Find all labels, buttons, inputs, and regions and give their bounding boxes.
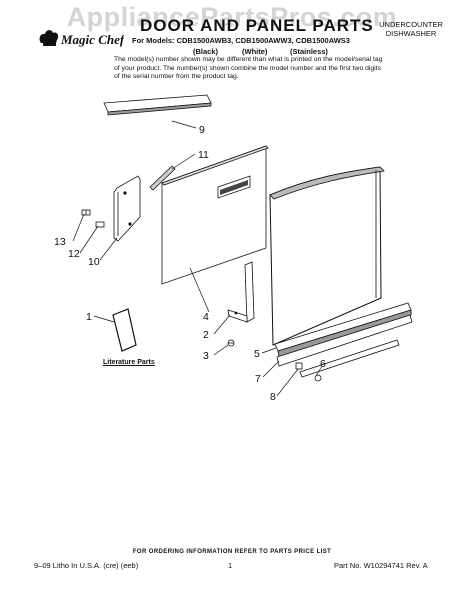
- part-2-hinge: [227, 261, 255, 323]
- part-12-screw: [95, 221, 105, 228]
- callout-5: 5: [254, 348, 260, 360]
- part-1-literature: [112, 308, 137, 352]
- part-4-inner-panel: [161, 145, 269, 285]
- model-number-note: The model(s) number shown may be differe…: [114, 56, 383, 81]
- callout-13: 13: [54, 236, 66, 248]
- variant-stainless: (Stainless): [290, 47, 328, 56]
- callout-11: 11: [198, 149, 209, 161]
- variant-black: (Black): [193, 47, 219, 56]
- svg-text:Magic Chef: Magic Chef: [60, 32, 124, 47]
- literature-parts-label: Literature Parts: [103, 359, 155, 366]
- part-3-screw: [227, 339, 235, 347]
- callout-2: 2: [203, 329, 209, 341]
- callout-numbers: 9 11 13 12 10 1 4 2 3 5 7 6 8: [54, 124, 326, 403]
- category-line-1: UNDERCOUNTER: [379, 20, 443, 29]
- variant-white: (White): [242, 47, 268, 56]
- part-6-bottom-trim: [299, 339, 400, 382]
- part-13-screw: [81, 209, 91, 216]
- callout-12: 12: [68, 248, 80, 260]
- page-title: DOOR AND PANEL PARTS: [140, 16, 374, 35]
- page-number: 1: [228, 561, 233, 570]
- callout-6: 6: [320, 358, 326, 370]
- part-11-strip: [149, 165, 176, 191]
- part-7-lower-panel: [276, 314, 413, 367]
- product-category: UNDERCOUNTER DISHWASHER: [366, 20, 456, 38]
- door-outer-panel: [269, 166, 385, 346]
- ordering-note: FOR ORDERING INFORMATION REFER TO PARTS …: [132, 549, 332, 555]
- part-8-clip: [295, 362, 303, 370]
- callout-7: 7: [255, 373, 261, 385]
- part-number: Part No. W10294741 Rev. A: [334, 561, 428, 570]
- category-line-2: DISHWASHER: [385, 29, 437, 38]
- part-9-trim-strip: [103, 94, 212, 116]
- watermark: AppliancePartsPros.com: [66, 2, 398, 32]
- print-info: 9–09 Litho In U.S.A. (cre) (eeb): [34, 561, 139, 570]
- chef-hat-icon: Magic Chef: [39, 30, 124, 47]
- callout-3: 3: [203, 350, 209, 362]
- callout-4: 4: [203, 311, 209, 323]
- models-line: For Models: CDB1500AWB3, CDB1500AWW3, CD…: [132, 36, 350, 45]
- callout-10: 10: [88, 256, 100, 268]
- leader-lines: [72, 120, 323, 397]
- callout-9: 9: [199, 124, 205, 136]
- part-5-kick-plate: [274, 302, 412, 358]
- callout-8: 8: [270, 391, 276, 403]
- magic-chef-logo: Magic Chef: [38, 27, 124, 49]
- part-10-bracket: [113, 175, 141, 242]
- callout-1: 1: [86, 311, 92, 323]
